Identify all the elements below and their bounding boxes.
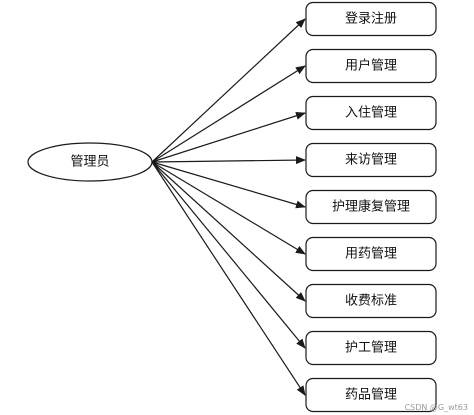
child-node: 登录注册 xyxy=(305,1,437,37)
child-node-label: 用户管理 xyxy=(345,58,397,74)
child-node: 用户管理 xyxy=(305,48,437,84)
child-node-label: 用药管理 xyxy=(345,247,397,262)
child-node-label: 护理康复管理 xyxy=(332,199,410,215)
child-node-box xyxy=(305,1,437,37)
connector-arrow xyxy=(151,111,306,163)
child-node-box xyxy=(305,283,437,319)
child-node: 入住管理 xyxy=(305,95,437,131)
root-node-ellipse xyxy=(27,142,153,182)
child-node: 护理康复管理 xyxy=(305,189,437,225)
child-node-box xyxy=(305,189,437,225)
connector-arrow xyxy=(151,161,306,396)
child-node-box xyxy=(305,377,437,413)
connector-arrow xyxy=(151,18,306,163)
root-node-label: 管理员 xyxy=(70,155,109,170)
connector-arrow xyxy=(151,161,306,302)
connector-arrow xyxy=(151,161,306,209)
child-node-box xyxy=(305,330,437,366)
child-node: 药品管理 xyxy=(305,377,437,413)
child-node-label: 药品管理 xyxy=(345,388,397,403)
child-node: 来访管理 xyxy=(305,142,437,178)
child-node-label: 护工管理 xyxy=(345,341,397,356)
child-node-box xyxy=(305,142,437,178)
child-node: 护工管理 xyxy=(305,330,437,366)
child-node-box xyxy=(305,236,437,272)
connector-arrow xyxy=(151,161,306,255)
connector-arrow xyxy=(151,156,306,165)
child-node-label: 来访管理 xyxy=(345,153,397,168)
connector-layer xyxy=(151,18,306,396)
child-node: 用药管理 xyxy=(305,236,437,272)
connector-arrow xyxy=(151,65,306,163)
child-node-label: 登录注册 xyxy=(345,12,397,27)
child-node-box xyxy=(305,48,437,84)
connector-arrow xyxy=(151,161,306,349)
child-node-label: 收费标准 xyxy=(345,294,397,309)
child-node: 收费标准 xyxy=(305,283,437,319)
csdn-watermark: CSDN @G_wt63 xyxy=(404,403,468,412)
root-node: 管理员 xyxy=(27,142,153,182)
child-node-label: 入住管理 xyxy=(345,106,397,121)
child-node-box xyxy=(305,95,437,131)
